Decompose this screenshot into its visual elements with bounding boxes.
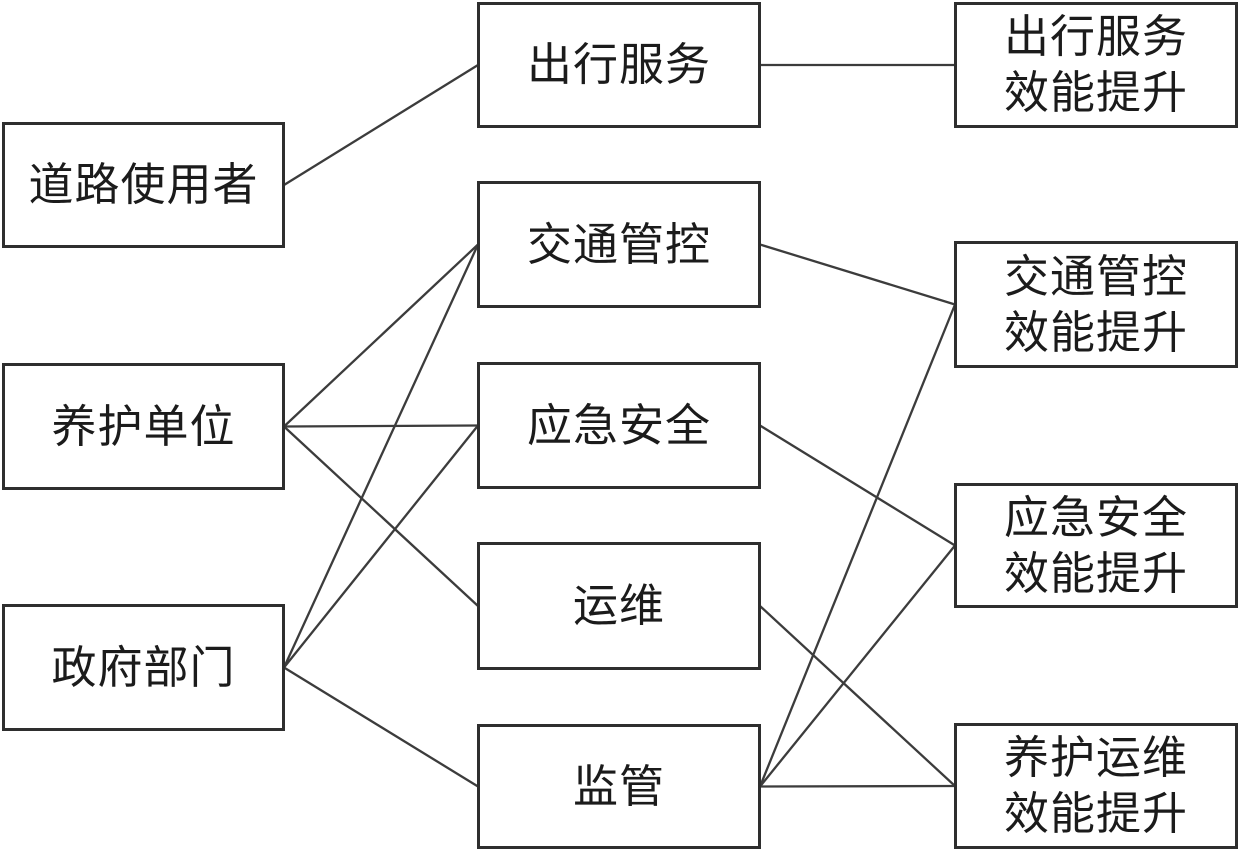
edge-government-to-emergency-safety [283, 424, 479, 669]
node-operations: 运维 [477, 542, 761, 670]
node-travel-service: 出行服务 [477, 2, 761, 128]
node-traffic-control-outcome: 交通管控 效能提升 [954, 241, 1238, 368]
node-travel-service-outcome-label: 出行服务 效能提升 [1003, 12, 1188, 118]
node-emergency-safety-outcome: 应急安全 效能提升 [954, 483, 1238, 608]
edge-government-to-supervision [283, 666, 479, 788]
edge-supervision-to-traffic-control-outcome [758, 304, 957, 787]
node-traffic-control: 交通管控 [477, 181, 761, 308]
node-emergency-safety-label: 应急安全 [526, 400, 711, 451]
edge-emergency-safety-to-emergency-safety-outcome [759, 424, 956, 547]
node-traffic-control-outcome-label: 交通管控 效能提升 [1003, 251, 1188, 358]
node-supervision-label: 监管 [572, 761, 665, 812]
node-travel-service-outcome: 出行服务 效能提升 [954, 2, 1238, 128]
node-maintenance-outcome: 养护运维 效能提升 [954, 723, 1238, 849]
node-traffic-control-label: 交通管控 [526, 219, 711, 270]
edge-maintenance-unit-to-operations [283, 425, 479, 607]
edge-road-user-to-travel-service [283, 64, 479, 186]
node-road-user-label: 道路使用者 [28, 160, 259, 210]
edge-maintenance-unit-to-traffic-control [283, 243, 479, 428]
edge-maintenance-unit-to-emergency-safety [283, 424, 479, 428]
node-emergency-safety: 应急安全 [477, 362, 761, 489]
edge-supervision-to-emergency-safety-outcome [759, 544, 956, 788]
node-government-label: 政府部门 [51, 642, 236, 693]
node-emergency-safety-outcome-label: 应急安全 效能提升 [1003, 492, 1188, 599]
node-government: 政府部门 [2, 604, 285, 731]
edge-government-to-traffic-control [282, 244, 480, 668]
node-travel-service-label: 出行服务 [526, 40, 711, 90]
node-maintenance-unit: 养护单位 [2, 363, 285, 490]
node-supervision: 监管 [477, 724, 761, 849]
node-operations-label: 运维 [572, 581, 665, 631]
edge-traffic-control-to-traffic-control-outcome [759, 243, 956, 306]
node-maintenance-unit-label: 养护单位 [51, 401, 236, 452]
edge-operations-to-maintenance-outcome [759, 605, 956, 787]
node-road-user: 道路使用者 [2, 122, 285, 248]
edge-supervision-to-maintenance-outcome [759, 784, 956, 788]
node-maintenance-outcome-label: 养护运维 效能提升 [1003, 733, 1188, 839]
